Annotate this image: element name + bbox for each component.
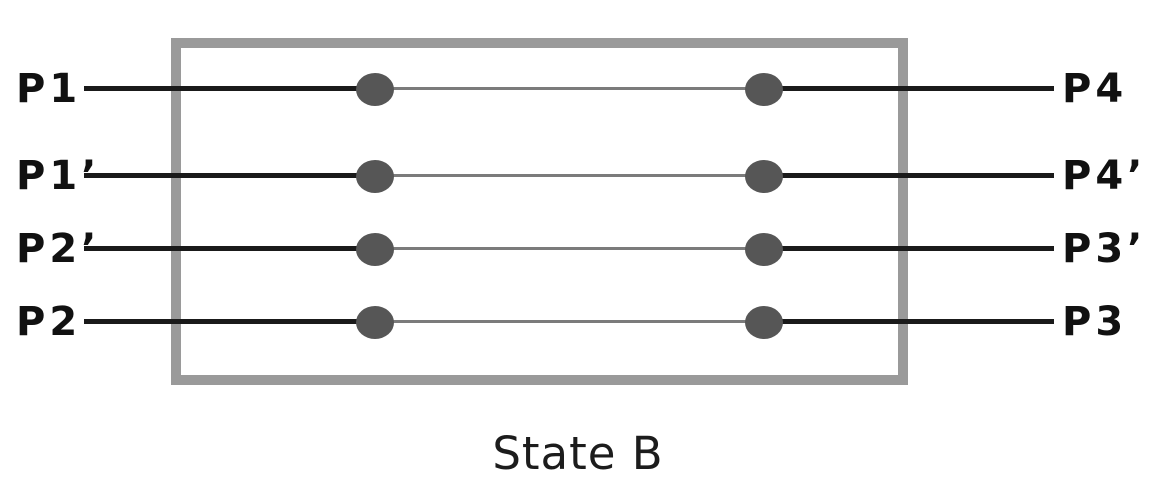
port-label-p1: P1 (16, 66, 82, 112)
port-label-p2-prime: P2’ (16, 226, 101, 272)
wire-p1-p4-internal (373, 87, 766, 90)
coupler-dot-p1-prime (356, 160, 394, 193)
coupler-dot-p1 (356, 73, 394, 106)
coupler-dot-p4-prime (745, 160, 783, 193)
wire-p1p-p4p-internal (373, 174, 766, 177)
port-label-p3-prime: P3’ (1062, 226, 1147, 272)
coupler-dot-p2-prime (356, 233, 394, 266)
coupler-dot-p4 (745, 73, 783, 106)
port-label-p4-prime: P4’ (1062, 153, 1147, 199)
switch-box-outline (171, 38, 908, 385)
wire-p2-lead (84, 319, 378, 324)
wire-p2-prime-lead (84, 246, 378, 251)
wire-p1-prime-lead (84, 173, 378, 178)
wire-p4-lead (760, 86, 1054, 91)
wire-p3-prime-lead (760, 246, 1054, 251)
coupler-dot-p2 (356, 306, 394, 339)
port-label-p4: P4 (1062, 66, 1128, 112)
wire-p2p-p3p-internal (373, 247, 766, 250)
wire-p3-lead (760, 319, 1054, 324)
wire-p1-lead (84, 86, 378, 91)
coupler-dot-p3 (745, 306, 783, 339)
coupler-dot-p3-prime (745, 233, 783, 266)
wire-p2-p3-internal (373, 320, 766, 323)
wire-p4-prime-lead (760, 173, 1054, 178)
port-label-p1-prime: P1’ (16, 153, 101, 199)
diagram-caption: State B (492, 427, 664, 480)
port-label-p2: P2 (16, 299, 82, 345)
port-label-p3: P3 (1062, 299, 1128, 345)
